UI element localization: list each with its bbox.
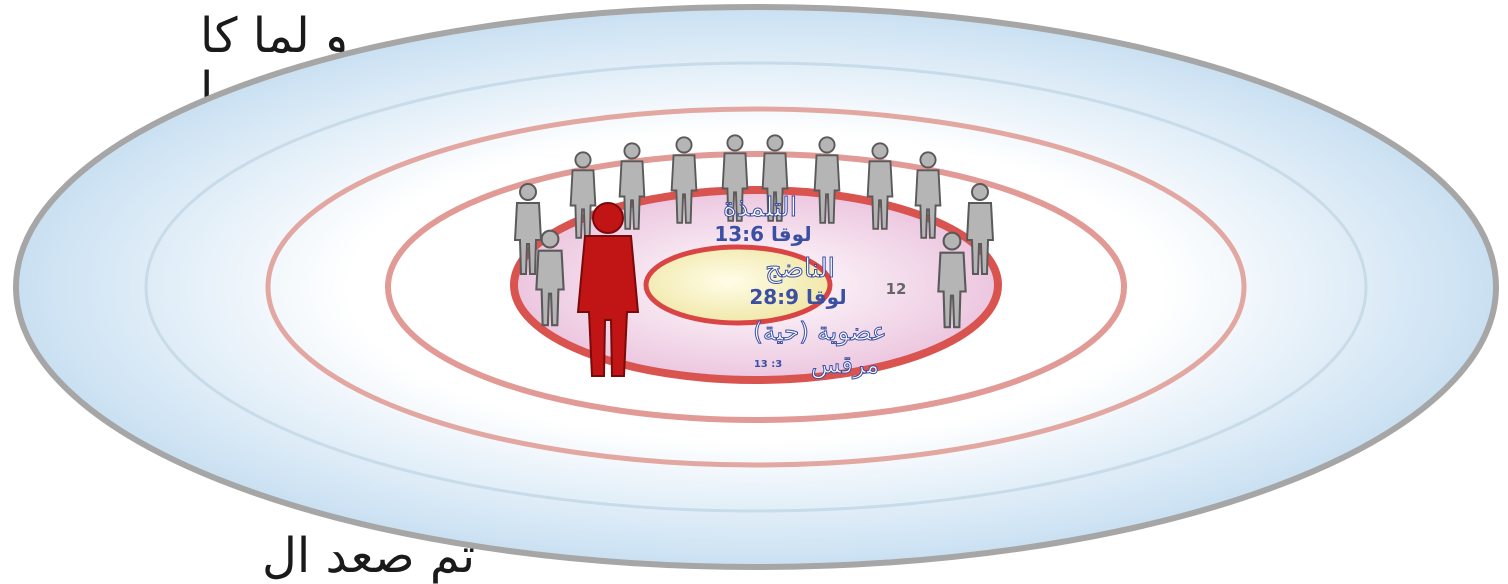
middle-label-ref: لوقا 28:9 [749,285,846,309]
inner-label-ref-word: مرقس [811,351,879,379]
outer-label-ref: لوقا 13:6 [714,222,811,246]
inner-label-title: عضوية (حية) [753,317,887,346]
concentric-rings-diagram: التلمذة لوقا 13:6 12 الناضج لوقا 28:9 عض… [13,4,1499,570]
middle-number: 12 [886,280,907,298]
middle-label-title: الناضج [765,254,835,284]
ring-4 [144,61,1368,513]
ring-2 [385,151,1127,423]
background-text-line-1: و لما كا [200,8,349,64]
ring-3 [265,106,1247,468]
leader-figure [576,202,640,377]
inner-label-ref-number: 13 :3 [754,359,782,370]
outer-label-title: التلمذة [723,193,797,223]
center-ellipse [643,244,833,326]
